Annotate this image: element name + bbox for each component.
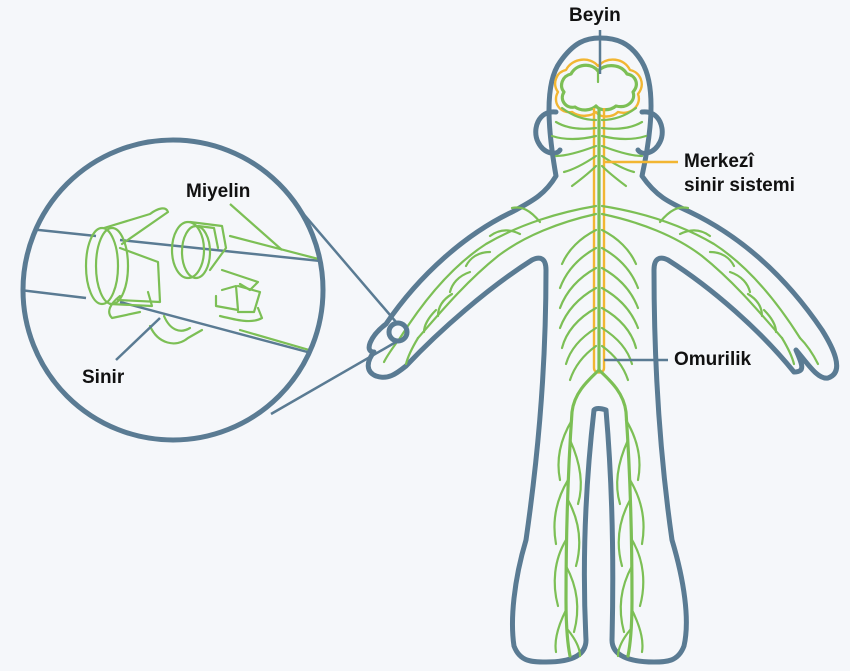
myelin-label: Miyelin xyxy=(186,180,250,204)
nerve-label: Sinir xyxy=(82,366,124,390)
brain-label: Beyin xyxy=(569,4,621,28)
cns-label-line2: sinir sistemi xyxy=(684,174,795,198)
body-outline xyxy=(368,38,836,662)
cns-label-line1: Merkezî xyxy=(684,150,795,174)
cns-label: Merkezî sinir sistemi xyxy=(684,150,795,198)
spinal-cord-label: Omurilik xyxy=(674,348,751,372)
